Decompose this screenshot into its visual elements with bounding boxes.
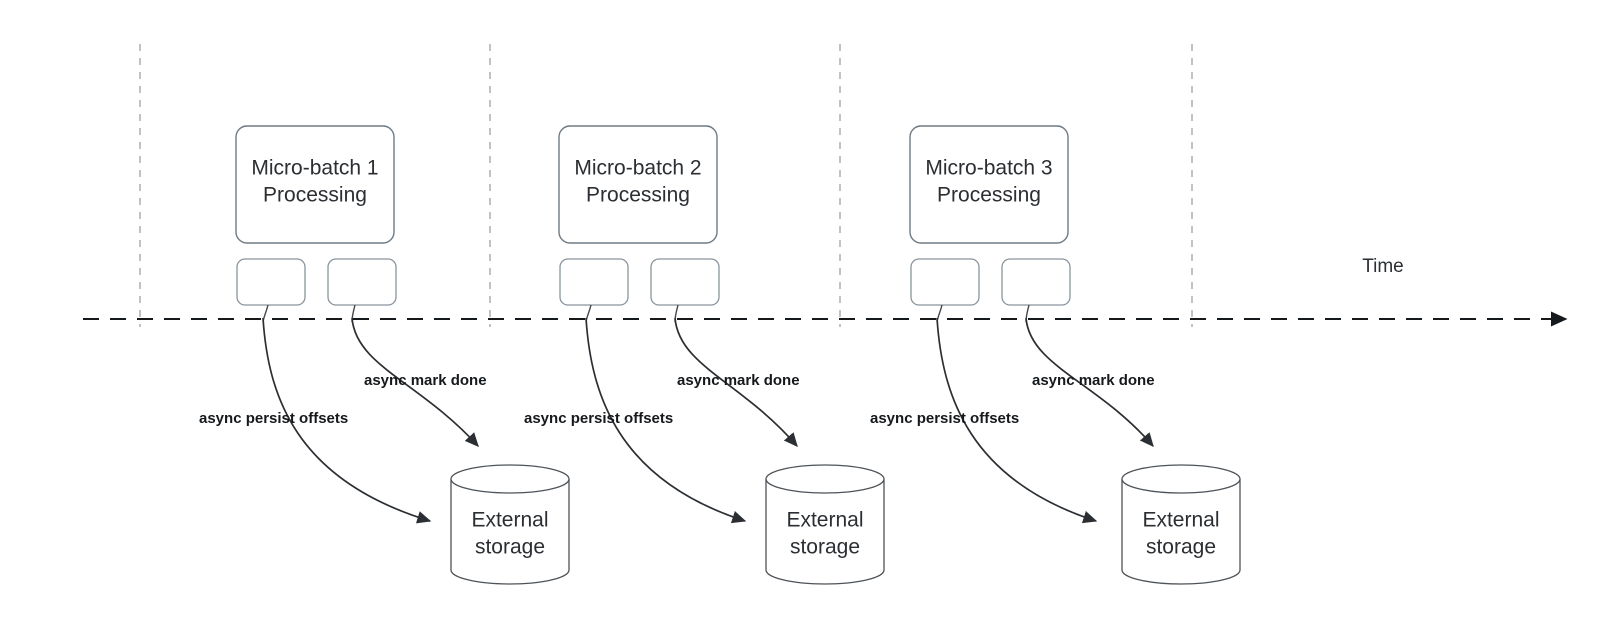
micro-batch-2-persist-offsets-arrow [585, 317, 747, 524]
micro-batch-1-label-line1: Micro-batch 1 [251, 157, 378, 180]
micro-batch-2-box[interactable] [558, 125, 718, 244]
micro-batch-2-label-line1: Micro-batch 2 [574, 157, 701, 180]
micro-batch-1-mark-done-arrow [351, 317, 479, 447]
external-storage-1-label-line1: External [471, 509, 548, 532]
external-storage-3-body[interactable] [1121, 479, 1241, 585]
micro-batch-3-label-line2: Processing [937, 184, 1041, 207]
micro-batch-3-task-box-left[interactable] [910, 258, 980, 306]
time-axis-label: Time [1362, 256, 1404, 277]
micro-batch-3-persist-offsets-label: async persist offsets [870, 410, 1019, 427]
external-storage-2[interactable]: External storage [765, 464, 885, 585]
micro-batch-3-task-box-right[interactable] [1001, 258, 1071, 306]
micro-batch-2-persist-offsets-label: async persist offsets [524, 410, 673, 427]
micro-batch-3-label-line1: Micro-batch 3 [925, 157, 1052, 180]
micro-batch-3-persist-offsets-arrow [936, 317, 1098, 524]
micro-batch-group-2: Micro-batch 2 Processing async persist o… [524, 125, 885, 585]
micro-batch-3-mark-done-label: async mark done [1032, 372, 1155, 389]
external-storage-2-label-line2: storage [790, 536, 860, 559]
micro-batch-1-task-box-right[interactable] [327, 258, 397, 306]
micro-batch-3-node[interactable]: Micro-batch 3 Processing [909, 125, 1069, 244]
external-storage-1-top [450, 464, 570, 494]
micro-batch-2-mark-done-label: async mark done [677, 372, 800, 389]
micro-batch-2-mark-done-arrow [674, 317, 798, 447]
external-storage-1-body[interactable] [450, 479, 570, 585]
micro-batch-1-task-box-left[interactable] [236, 258, 306, 306]
external-storage-1[interactable]: External storage [450, 464, 570, 585]
external-storage-3-label-line2: storage [1146, 536, 1216, 559]
micro-batch-2-node[interactable]: Micro-batch 2 Processing [558, 125, 718, 244]
micro-batch-2-task-box-right[interactable] [650, 258, 720, 306]
external-storage-2-body[interactable] [765, 479, 885, 585]
lifelines-group [139, 44, 1193, 327]
external-storage-3-top [1121, 464, 1241, 494]
micro-batch-group-1: Micro-batch 1 Processing async persist o… [199, 125, 570, 585]
micro-batch-1-label-line2: Processing [263, 184, 367, 207]
external-storage-2-top [765, 464, 885, 494]
micro-batch-3-mark-done-arrow [1025, 317, 1154, 447]
micro-batch-1-node[interactable]: Micro-batch 1 Processing [235, 125, 395, 244]
micro-batch-1-persist-offsets-label: async persist offsets [199, 410, 348, 427]
external-storage-1-label-line2: storage [475, 536, 545, 559]
external-storage-2-label-line1: External [786, 509, 863, 532]
time-axis-group: Time [83, 256, 1568, 327]
external-storage-3[interactable]: External storage [1121, 464, 1241, 585]
micro-batch-2-label-line2: Processing [586, 184, 690, 207]
micro-batch-1-mark-done-label: async mark done [364, 372, 487, 389]
micro-batch-2-task-box-left[interactable] [559, 258, 629, 306]
micro-batch-1-persist-offsets-arrow [262, 317, 432, 524]
external-storage-3-label-line1: External [1142, 509, 1219, 532]
micro-batch-3-box[interactable] [909, 125, 1069, 244]
micro-batch-group-3: Micro-batch 3 Processing async persist o… [870, 125, 1241, 585]
micro-batch-1-box[interactable] [235, 125, 395, 244]
